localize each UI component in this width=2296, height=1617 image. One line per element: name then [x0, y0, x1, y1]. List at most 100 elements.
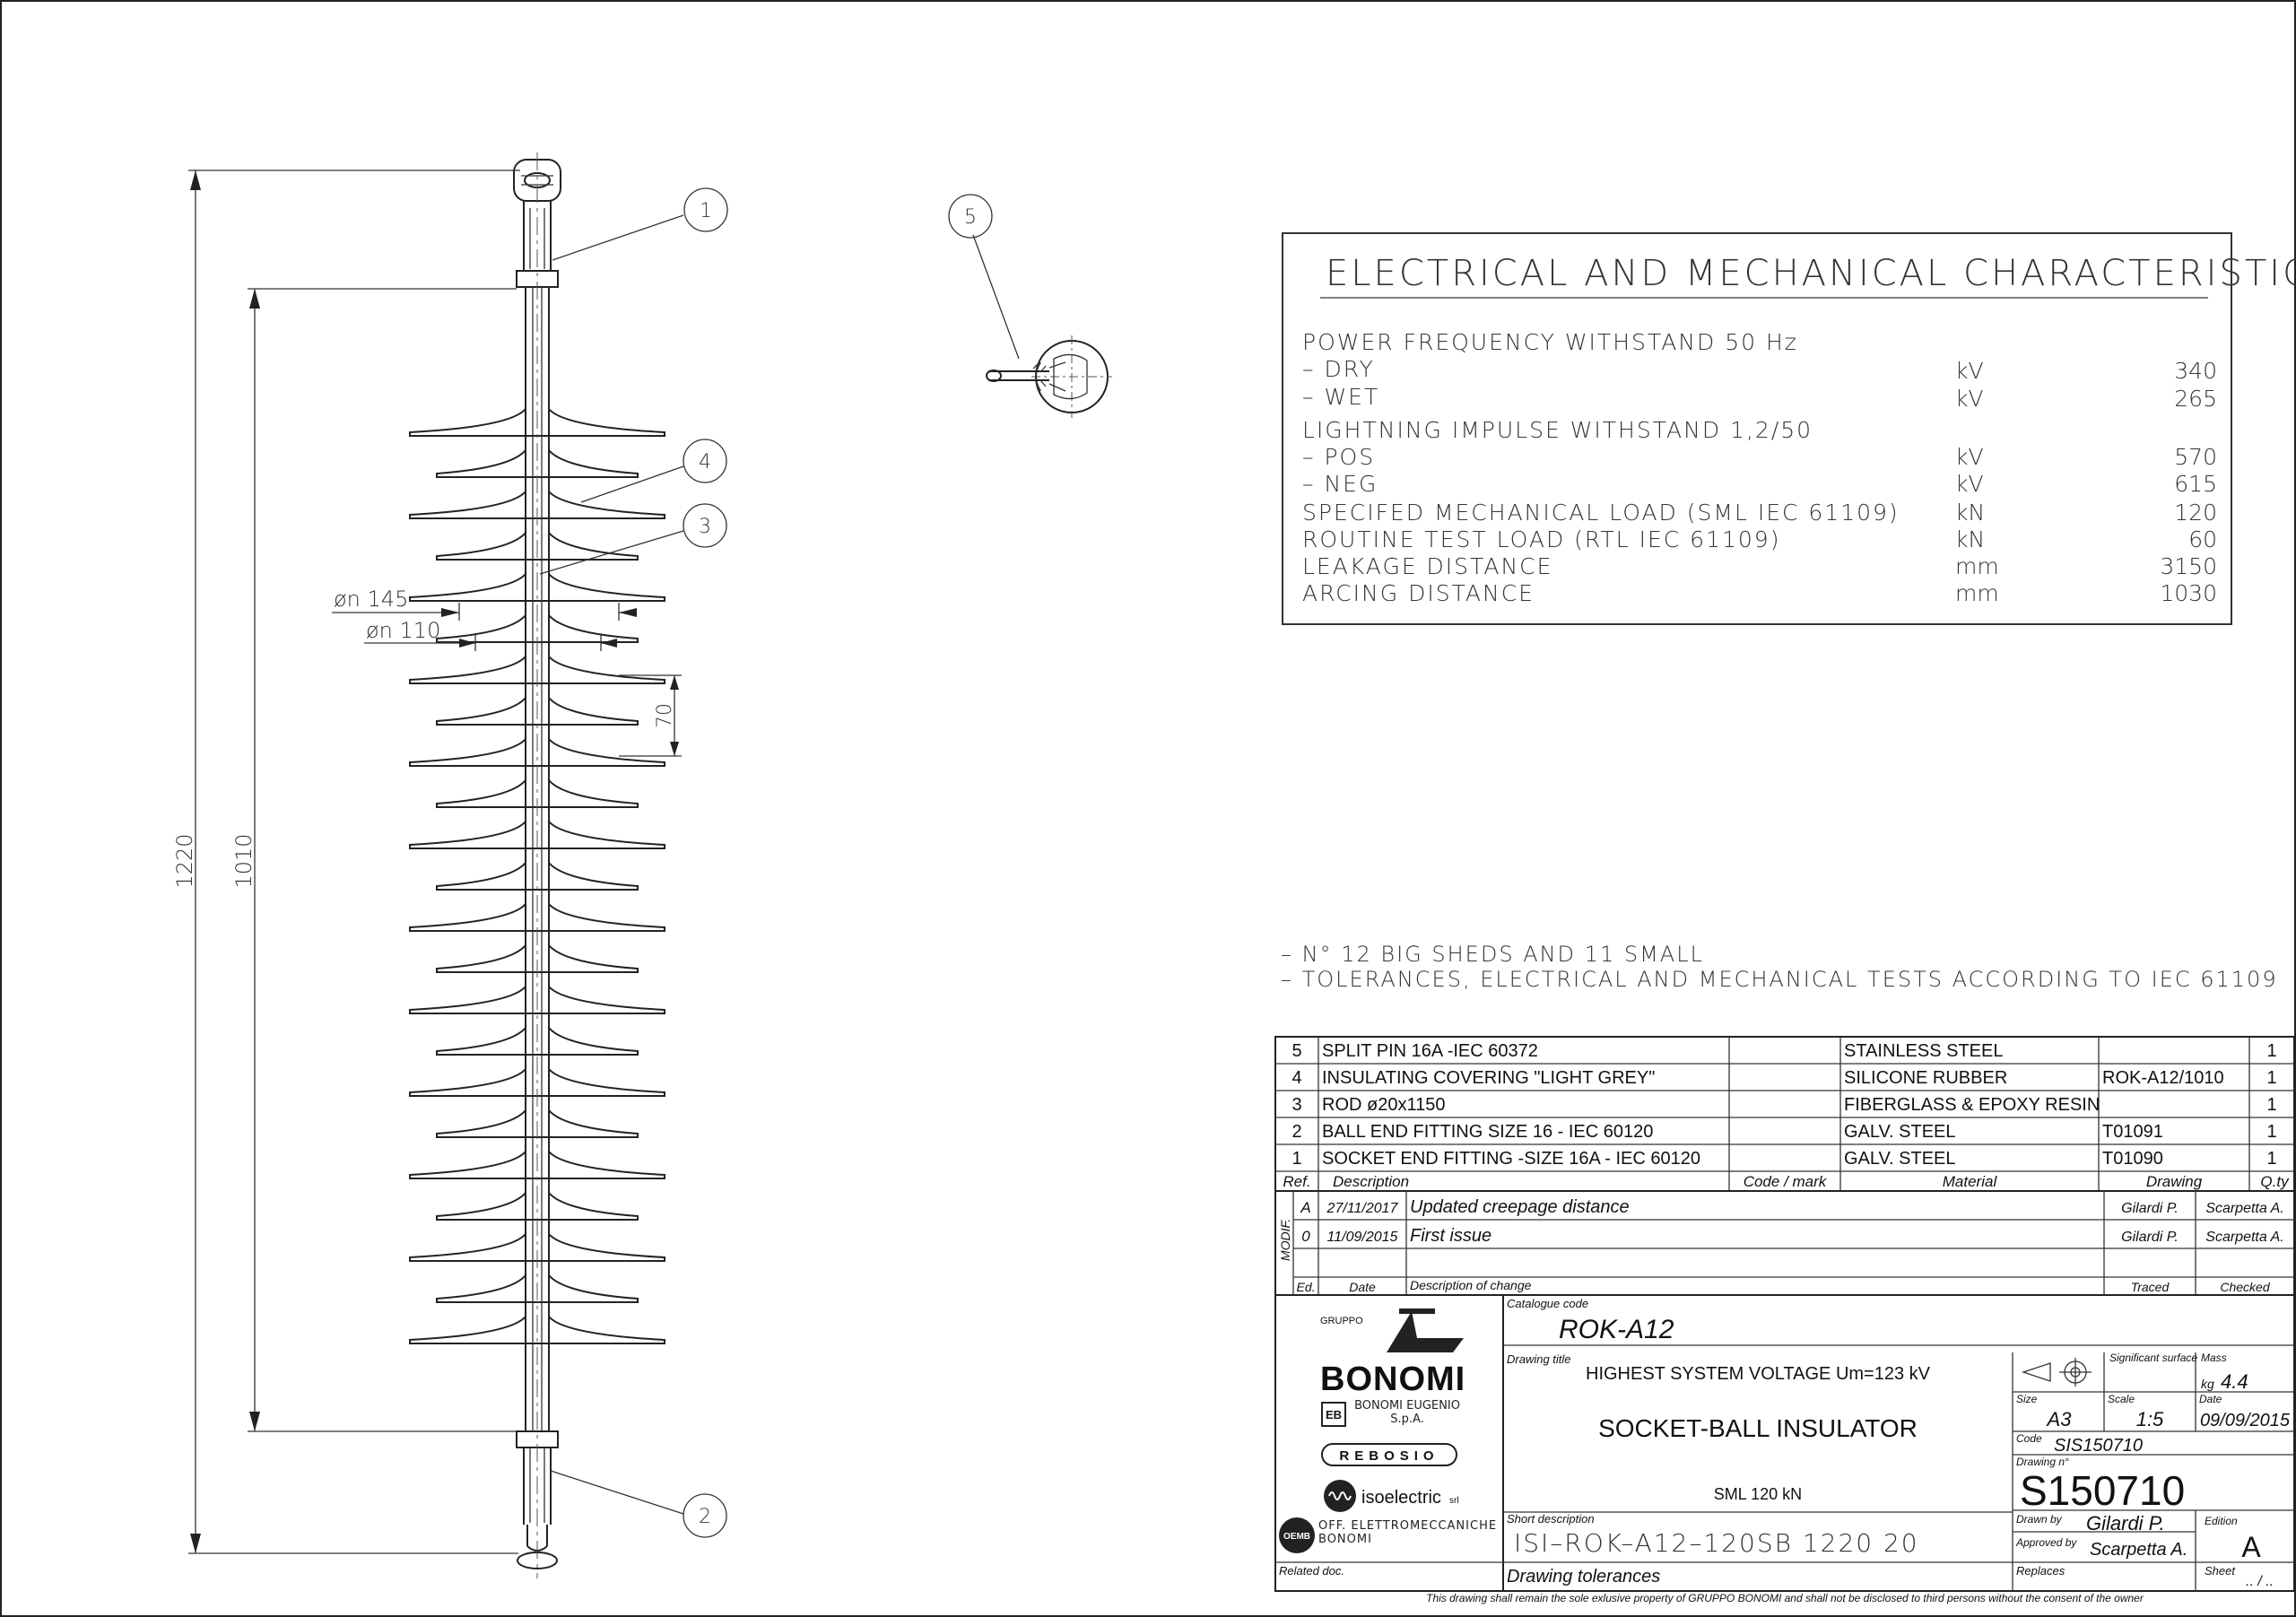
part-ref: 5 [1292, 1041, 1301, 1061]
characteristic-unit: kV [1955, 444, 1984, 470]
characteristic-value: 3150 [2160, 553, 2217, 579]
characteristic-label: ARCING DISTANCE [1302, 580, 1535, 606]
callout-4-label: 4 [699, 451, 711, 474]
small-shed [436, 1027, 639, 1056]
brand-bonomi: BONOMI [1320, 1361, 1465, 1398]
approved-by-label: Approved by [2015, 1536, 2077, 1549]
ball-fitting-body [523, 1447, 552, 1525]
significant-surface-label: Significant surface [2109, 1352, 2197, 1364]
title-block: GRUPPO BONOMI EB BONOMI EUGENIO S.p.A. R… [1274, 1294, 2295, 1592]
part-drawing: T01090 [2102, 1149, 2163, 1169]
short-description-label: Short description [1507, 1512, 1595, 1526]
catalogue-code-label: Catalogue code [1507, 1297, 1588, 1310]
company-off-elettromeccaniche: OFF. ELETTROMECCANICHE BONOMI [1318, 1519, 1498, 1546]
rev-header-checked: Checked [2220, 1280, 2270, 1294]
dimension-shed-diameters: øn 145 øn 110 [332, 587, 637, 651]
scale-label: Scale [2108, 1393, 2135, 1405]
rev-header-ed: Ed. [1296, 1280, 1315, 1294]
header-material: Material [1943, 1173, 1998, 1190]
characteristic-unit: kN [1955, 526, 1985, 552]
eb-mark-text: EB [1326, 1408, 1342, 1421]
header-qty: Q.ty [2260, 1173, 2290, 1190]
part-qty: 1 [2266, 1122, 2276, 1142]
bonomi-logo [1387, 1308, 1464, 1352]
big-shed [409, 986, 665, 1014]
part-drawing: ROK-A12/1010 [2102, 1068, 2224, 1088]
oemb-logo [1279, 1517, 1315, 1553]
rev-ed: 0 [1301, 1228, 1310, 1245]
header-ref: Ref. [1283, 1173, 1310, 1190]
callout-2: 2 [550, 1470, 727, 1538]
company-isoelectric: isoelectric [1361, 1488, 1441, 1508]
mass-value: 4.4 [2221, 1370, 2248, 1393]
characteristic-unit: kN [1955, 500, 1985, 526]
part-drawing: T01091 [2102, 1122, 2163, 1142]
dimension-145-label: øn 145 [334, 587, 408, 612]
edition-label: Edition [2205, 1515, 2238, 1527]
part-ref: 2 [1292, 1122, 1301, 1142]
oemb-logo-text: OEMB [1283, 1532, 1310, 1542]
characteristic-value: 120 [2174, 500, 2217, 526]
rev-checked: Scarpetta A. [2205, 1201, 2283, 1216]
short-description: ISI–ROK–A12–120SB 1220 20 [1514, 1528, 1919, 1558]
parts-grid [1274, 1036, 2295, 1192]
characteristic-value: 1030 [2160, 580, 2217, 606]
drawing-tolerances: Drawing tolerances [1507, 1567, 1660, 1587]
callout-3-label: 3 [699, 516, 711, 538]
header-drawing: Drawing [2146, 1173, 2203, 1190]
rebosio-logo [1321, 1443, 1457, 1466]
characteristic-label: LEAKAGE DISTANCE [1302, 553, 1552, 579]
characteristic-label: ROUTINE TEST LOAD (RTL IEC 61109) [1302, 526, 1780, 552]
rev-checked: Scarpetta A. [2205, 1230, 2283, 1245]
socket-fitting-body [523, 201, 552, 271]
characteristics-title: ELECTRICAL AND MECHANICAL CHARACTERISTIC [1326, 253, 2296, 294]
big-shed [409, 1316, 665, 1344]
part-description: BALL END FITTING SIZE 16 - IEC 60120 [1322, 1122, 1653, 1142]
title-line-2: SOCKET-BALL INSULATOR [1598, 1414, 1918, 1442]
title-line-3: SML 120 kN [1714, 1485, 1802, 1503]
part-ref: 3 [1292, 1095, 1301, 1115]
split-pin-detail [986, 335, 1112, 418]
part-qty: 1 [2266, 1041, 2276, 1061]
projection-symbol-icon [2021, 1358, 2092, 1387]
title-line-1: HIGHEST SYSTEM VOLTAGE Um=123 kV [1586, 1364, 1931, 1384]
company-isoelectric-suffix: srl [1449, 1496, 1459, 1506]
replaces-label: Replaces [2016, 1564, 2066, 1578]
characteristic-label: – WET [1302, 384, 1379, 410]
catalogue-code: ROK-A12 [1559, 1315, 1674, 1344]
sheet-label: Sheet [2205, 1564, 2236, 1578]
characteristic-value: 265 [2174, 386, 2217, 412]
rev-description: Updated creepage distance [1410, 1197, 1630, 1217]
callout-5: 5 [948, 194, 1020, 360]
dimension-1220-label: 1220 [172, 833, 197, 888]
callout-5-label: 5 [964, 206, 977, 229]
characteristic-unit: mm [1955, 580, 1999, 606]
characteristic-label: SPECIFED MECHANICAL LOAD (SML IEC 61109) [1302, 500, 1900, 526]
edition-value: A [2241, 1531, 2261, 1563]
group-label: GRUPPO [1320, 1316, 1363, 1326]
code-label: Code [2016, 1432, 2042, 1445]
rev-ed: A [1300, 1199, 1310, 1216]
scale-value: 1:5 [2136, 1408, 2164, 1430]
part-ref: 4 [1292, 1068, 1301, 1088]
header-code: Code / mark [1744, 1173, 1828, 1190]
drawn-by: Gilardi P. [2086, 1512, 2165, 1534]
part-qty: 1 [2266, 1149, 2276, 1169]
part-material: FIBERGLASS & EPOXY RESIN [1844, 1095, 2100, 1115]
eb-mark [1321, 1402, 1346, 1427]
company-bonomi-eugenio: BONOMI EUGENIO S.p.A. [1354, 1399, 1460, 1426]
callout-1-label: 1 [700, 200, 712, 222]
related-doc-label: Related doc. [1279, 1564, 1344, 1578]
rev-date: 27/11/2017 [1326, 1201, 1399, 1216]
rev-header-desc: Description of change [1410, 1278, 1532, 1292]
part-material: SILICONE RUBBER [1844, 1068, 2007, 1088]
rev-description: First issue [1410, 1226, 1492, 1246]
dimension-section: 1010 [231, 288, 517, 1432]
characteristic-value: 570 [2174, 444, 2217, 470]
drawing-title-label: Drawing title [1507, 1352, 1571, 1366]
drawing-number: S150710 [2020, 1467, 2185, 1514]
